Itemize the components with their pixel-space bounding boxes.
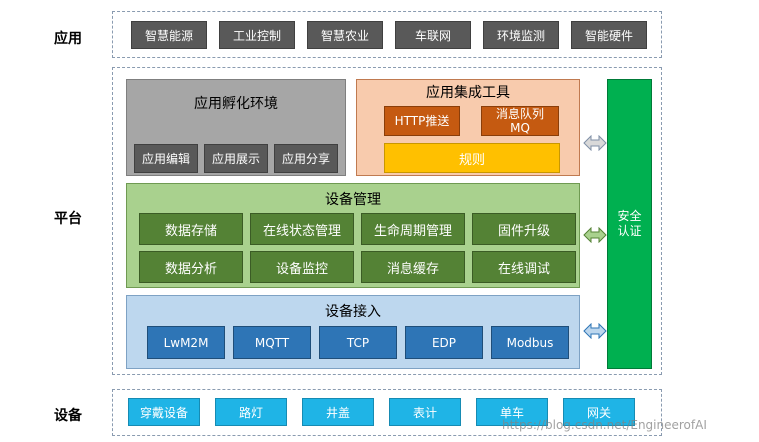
- protocol-modbus: Modbus: [491, 326, 569, 359]
- tool-message-queue: 消息队列 MQ: [481, 106, 559, 136]
- watermark: https://blog.csdn.net/EngineerofAI: [502, 418, 707, 432]
- device-item-bicycle: 单车: [476, 398, 548, 426]
- app-item-smart-hardware: 智能硬件: [571, 21, 647, 49]
- tool-rule: 规则: [384, 143, 560, 173]
- integration-tools-panel: 应用集成工具 HTTP推送 消息队列 MQ 规则: [356, 79, 580, 176]
- layer-label-device: 设备: [54, 408, 82, 424]
- security-auth-panel: 安全 认证: [607, 79, 652, 369]
- protocol-edp: EDP: [405, 326, 483, 359]
- security-line1: 安全: [617, 209, 642, 223]
- mgmt-item-data-analysis: 数据分析: [139, 251, 243, 283]
- mgmt-item-firmware-upgrade: 固件升级: [472, 213, 576, 245]
- device-item-streetlight: 路灯: [215, 398, 287, 426]
- incubator-item-display: 应用展示: [204, 144, 268, 173]
- security-line2: 认证: [617, 224, 642, 238]
- device-item-wearable: 穿戴设备: [128, 398, 200, 426]
- incubator-item-edit: 应用编辑: [134, 144, 198, 173]
- app-item-smart-energy: 智慧能源: [131, 21, 207, 49]
- app-item-iov: 车联网: [395, 21, 471, 49]
- mgmt-item-online-debug: 在线调试: [472, 251, 576, 283]
- protocol-mqtt: MQTT: [233, 326, 311, 359]
- mgmt-item-message-cache: 消息缓存: [361, 251, 465, 283]
- app-item-smart-agriculture: 智慧农业: [307, 21, 383, 49]
- protocol-lwm2m: LwM2M: [147, 326, 225, 359]
- device-management-title: 设备管理: [325, 192, 381, 208]
- tool-http-push: HTTP推送: [384, 106, 460, 136]
- layer-label-app: 应用: [54, 31, 82, 47]
- double-arrow-icon: [583, 323, 607, 339]
- device-item-gateway: 网关: [563, 398, 635, 426]
- layer-label-platform: 平台: [54, 211, 82, 227]
- incubator-item-share: 应用分享: [274, 144, 338, 173]
- app-item-env-monitoring: 环境监测: [483, 21, 559, 49]
- app-item-industrial-control: 工业控制: [219, 21, 295, 49]
- protocol-tcp: TCP: [319, 326, 397, 359]
- device-access-title: 设备接入: [325, 304, 381, 320]
- tool-mq-line2: MQ: [510, 121, 530, 135]
- platform-layer: [112, 67, 662, 375]
- incubator-title: 应用孵化环境: [194, 96, 278, 112]
- device-layer: [112, 389, 662, 436]
- device-item-manhole-cover: 井盖: [302, 398, 374, 426]
- mgmt-item-lifecycle: 生命周期管理: [361, 213, 465, 245]
- tool-mq-line1: 消息队列: [495, 107, 544, 121]
- mgmt-item-online-status: 在线状态管理: [250, 213, 354, 245]
- device-access-panel: 设备接入 LwM2M MQTT TCP EDP Modbus: [126, 295, 580, 369]
- double-arrow-icon: [583, 135, 607, 151]
- application-layer: [112, 11, 662, 58]
- device-management-panel: 设备管理 数据存储 在线状态管理 生命周期管理 固件升级 数据分析 设备监控 消…: [126, 183, 580, 288]
- mgmt-item-device-monitoring: 设备监控: [250, 251, 354, 283]
- integration-tools-title: 应用集成工具: [426, 85, 510, 101]
- double-arrow-icon: [583, 227, 607, 243]
- mgmt-item-data-storage: 数据存储: [139, 213, 243, 245]
- incubator-panel: 应用孵化环境 应用编辑 应用展示 应用分享: [126, 79, 346, 176]
- device-item-meter: 表计: [389, 398, 461, 426]
